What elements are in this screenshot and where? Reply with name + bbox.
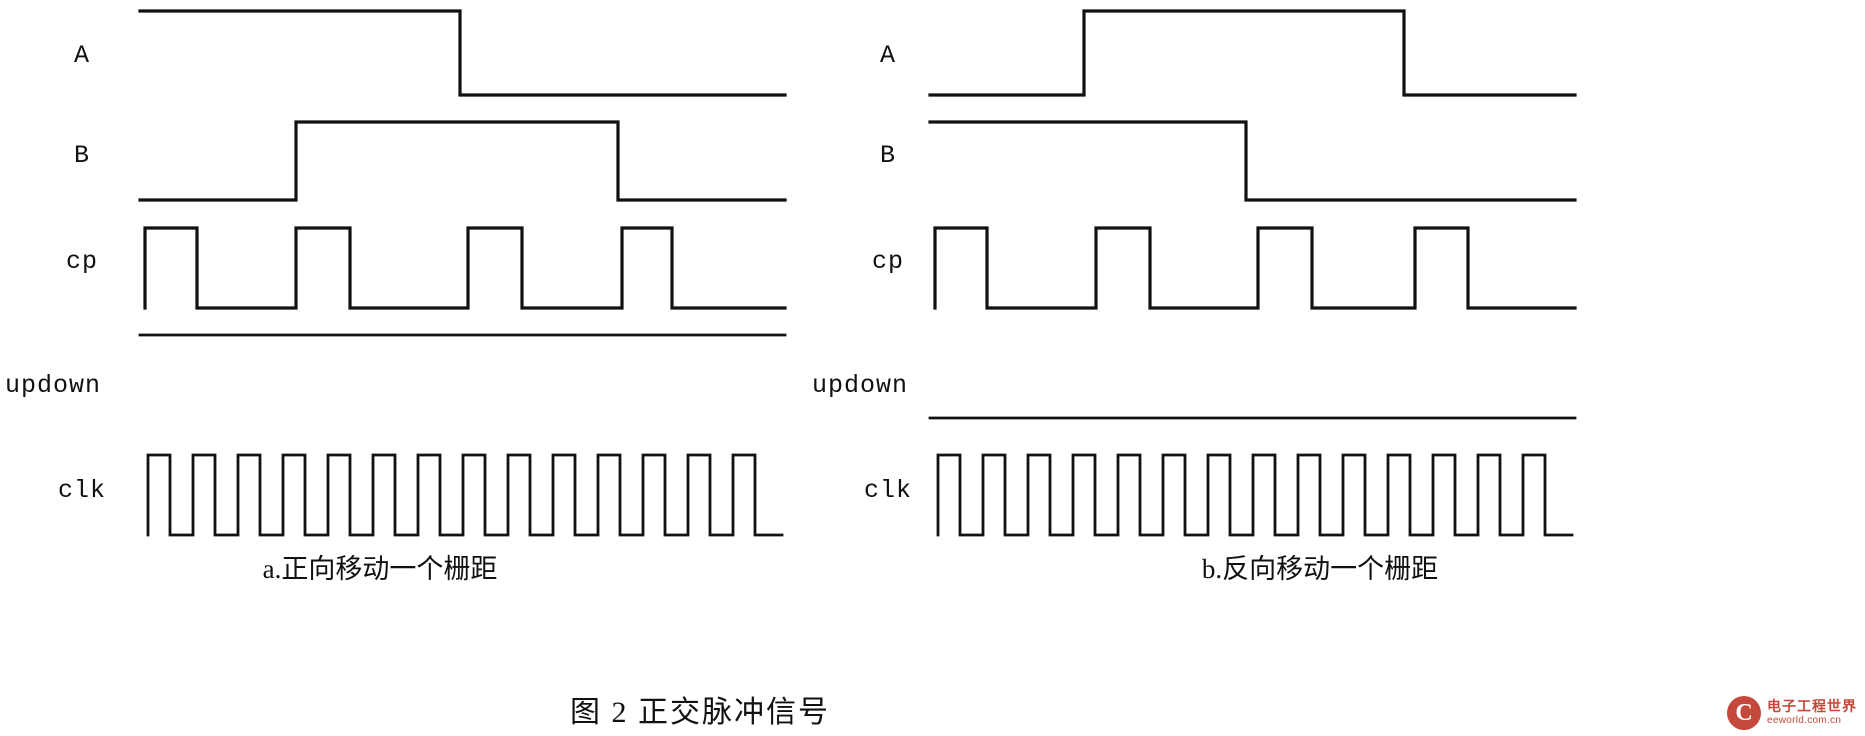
panel-b-wave-A	[928, 9, 1577, 97]
panels-layer: A Bcp updown clk A Bcp updown clk	[5, 9, 1577, 537]
panel-b-signal-A: A	[880, 9, 1577, 97]
watermark: C 电子工程世界 eeworld.com.cn	[1727, 696, 1857, 730]
panel-b-label-B: B	[880, 141, 896, 170]
panel-b-label-clk: clk	[864, 476, 912, 505]
panel-b-label-updown: updown	[812, 371, 908, 400]
panel-b-label-A: A	[880, 41, 896, 70]
panel-b: A Bcp updown clk	[812, 9, 1577, 537]
panel-b-wave-B	[928, 120, 1577, 202]
panel-a-label-B: B	[74, 141, 90, 170]
panel-a-signal-A: A	[74, 9, 787, 97]
panel-a-signal-B: B	[74, 120, 787, 202]
panel-b-signal-clk: clk	[864, 453, 1574, 537]
panel-a-wave-cp	[143, 226, 787, 310]
panel-b-label-cp: cp	[872, 247, 904, 276]
panel-b-signal-B: B	[880, 120, 1577, 202]
panel-a-caption: a.正向移动一个栅距	[263, 554, 498, 584]
panel-a-label-cp: cp	[66, 247, 98, 276]
panel-b-signal-cp: cp	[872, 226, 1577, 310]
panel-a-signal-cp: cp	[66, 226, 787, 310]
panel-a: A Bcp updown clk	[5, 9, 787, 537]
watermark-logo-icon: C	[1727, 696, 1761, 730]
panel-b-caption: b.反向移动一个栅距	[1202, 554, 1438, 584]
panel-b-wave-clk	[936, 453, 1574, 537]
panel-a-signal-clk: clk	[58, 453, 784, 537]
watermark-en-text: eeworld.com.cn	[1767, 715, 1842, 727]
watermark-cn-text: 电子工程世界	[1767, 699, 1857, 716]
panel-a-label-A: A	[74, 41, 90, 70]
panel-b-signal-updown: updown	[812, 371, 1577, 420]
panel-a-wave-clk	[146, 453, 784, 537]
panel-a-wave-A	[138, 9, 787, 97]
panel-a-label-updown: updown	[5, 371, 101, 400]
panel-a-wave-B	[138, 120, 787, 202]
figure-caption: 图 2 正交脉冲信号	[570, 696, 830, 729]
panel-b-wave-cp	[933, 226, 1577, 310]
watermark-text: 电子工程世界 eeworld.com.cn	[1767, 699, 1857, 727]
panel-a-label-clk: clk	[58, 476, 106, 505]
panel-a-signal-updown: updown	[5, 333, 787, 400]
